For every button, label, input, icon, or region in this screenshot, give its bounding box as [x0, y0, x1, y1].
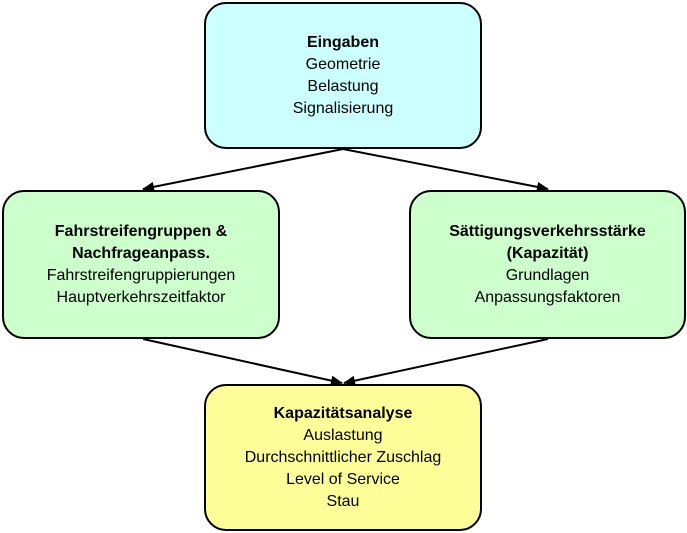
- node-line: Level of Service: [286, 470, 400, 488]
- node-lane-groups: Fahrstreifengruppen & Nachfrageanpass. F…: [2, 190, 280, 339]
- node-line: Geometrie: [305, 55, 381, 73]
- node-line: Anpassungsfaktoren: [474, 288, 621, 306]
- node-title: Kapazitätsanalyse: [273, 404, 413, 422]
- node-title: Nachfrageanpass.: [72, 244, 210, 262]
- node-line: Signalisierung: [292, 99, 394, 117]
- arrow-inputs-to-saturation: [342, 148, 549, 192]
- node-saturation: Sättigungsverkehrsstärke (Kapazität) Gru…: [409, 190, 686, 339]
- node-line: Grundlagen: [505, 266, 590, 284]
- node-line: Stau: [326, 492, 360, 510]
- node-line: Belastung: [307, 77, 379, 95]
- node-title: Fahrstreifengruppen &: [54, 222, 228, 240]
- node-title: Eingaben: [306, 33, 379, 51]
- node-capacity: Kapazitätsanalyse Auslastung Durchschnit…: [204, 384, 482, 531]
- node-line: Fahrstreifengruppierungen: [46, 266, 236, 284]
- arrow-lane-groups-to-capacity: [142, 338, 343, 386]
- node-inputs: Eingaben Geometrie Belastung Signalisier…: [204, 2, 482, 149]
- arrow-saturation-to-capacity: [343, 338, 549, 386]
- node-title: Sättigungsverkehrsstärke: [449, 222, 646, 240]
- arrow-inputs-to-lane-groups: [142, 148, 344, 192]
- node-line: Auslastung: [303, 426, 383, 444]
- node-title: (Kapazität): [506, 244, 589, 262]
- node-line: Hauptverkehrszeitfaktor: [56, 288, 226, 306]
- node-line: Durchschnittlicher Zuschlag: [244, 448, 442, 466]
